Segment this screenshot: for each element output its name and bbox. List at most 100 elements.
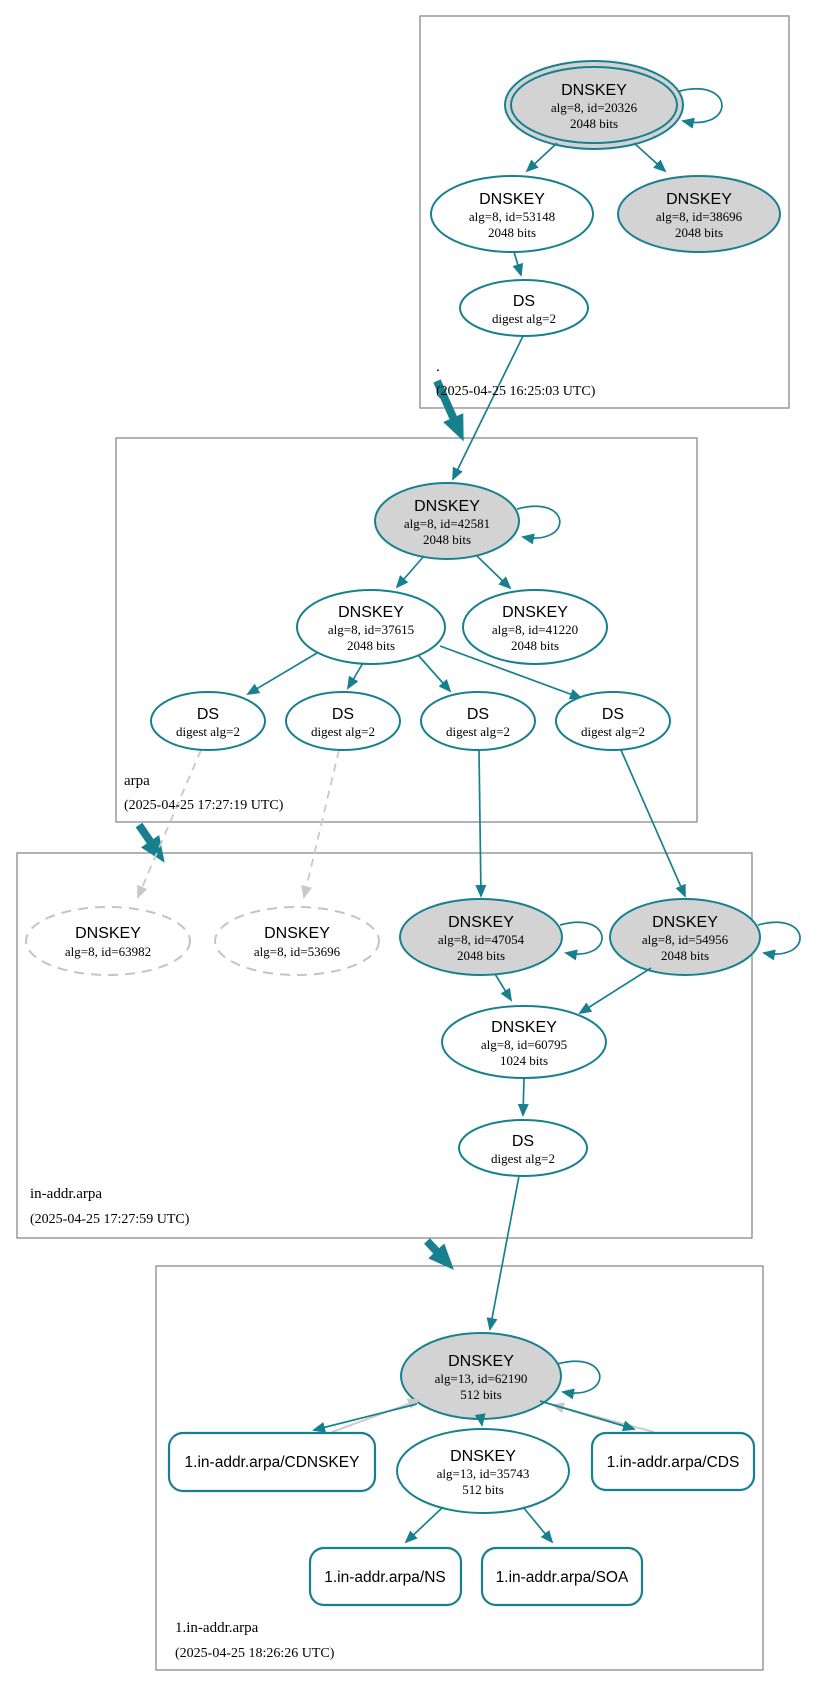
zone-label-1-in-addr-arpa: 1.in-addr.arpa: [175, 1620, 259, 1636]
edge-arpa-zsk-to-ds3: [417, 654, 452, 693]
edge-1-ksk-self-sign: [556, 1360, 601, 1400]
node-dnskey-38696[interactable]: DNSKEY alg=8, id=38696 2048 bits: [617, 175, 781, 253]
delegation-arrow-in-addr-to-1: [424, 1238, 454, 1270]
delegation-arrow-root-to-arpa: [433, 379, 464, 442]
zone-label-arpa: arpa: [124, 773, 150, 789]
node-detail: alg=8, id=53148: [469, 209, 555, 224]
edge-arpa-ksk-to-zsk: [395, 555, 425, 589]
node-dnskey-54956[interactable]: DNSKEY alg=8, id=54956 2048 bits: [609, 898, 761, 976]
edge-ksk-to-cdnskey: [312, 1403, 418, 1433]
node-detail: alg=8, id=54956: [642, 932, 729, 947]
node-dnskey-41220[interactable]: DNSKEY alg=8, id=41220 2048 bits: [462, 589, 608, 665]
node-title: DNSKEY: [561, 82, 627, 99]
node-rrset-ns[interactable]: 1.in-addr.arpa/NS: [308, 1546, 463, 1607]
node-detail: digest alg=2: [492, 311, 556, 326]
node-detail: alg=8, id=41220: [492, 622, 578, 637]
node-dnskey-42581[interactable]: DNSKEY alg=8, id=42581 2048 bits: [374, 482, 520, 560]
node-bits: 2048 bits: [488, 225, 536, 240]
rrset-label: 1.in-addr.arpa/CDS: [607, 1454, 740, 1471]
node-arpa-ds-1[interactable]: DS digest alg=2: [150, 691, 266, 751]
node-rrset-cdnskey[interactable]: 1.in-addr.arpa/CDNSKEY: [167, 1431, 377, 1493]
node-title: DNSKEY: [264, 925, 330, 942]
node-detail: digest alg=2: [311, 724, 375, 739]
node-title: DS: [332, 706, 354, 723]
node-detail: alg=13, id=35743: [437, 1466, 530, 1481]
node-bits: 2048 bits: [457, 948, 505, 963]
zone-1-in-addr-arpa: DNSKEY alg=13, id=62190 512 bits 1.in-ad…: [167, 1332, 756, 1661]
node-title: DNSKEY: [502, 604, 568, 621]
edge-root-zsk-to-ds: [512, 251, 524, 277]
zone-timestamp-1-in-addr-arpa: (2025-04-25 18:26:26 UTC): [175, 1646, 335, 1661]
node-bits: 1024 bits: [500, 1053, 548, 1068]
zone-timestamp-in-addr-arpa: (2025-04-25 17:27:59 UTC): [30, 1212, 190, 1227]
zone-label-root: .: [436, 359, 440, 375]
node-dnskey-63982-missing[interactable]: DNSKEY alg=8, id=63982: [25, 906, 191, 976]
node-dnskey-35743[interactable]: DNSKEY alg=13, id=35743 512 bits: [396, 1428, 570, 1514]
node-bits: 2048 bits: [511, 638, 559, 653]
edge-1-zsk-to-soa: [522, 1506, 554, 1544]
delegation-arrow-arpa-to-in-addr: [135, 822, 165, 863]
node-bits: 2048 bits: [347, 638, 395, 653]
node-arpa-ds-2[interactable]: DS digest alg=2: [285, 691, 401, 751]
node-title: DS: [512, 1133, 534, 1150]
rrset-label: 1.in-addr.arpa/NS: [324, 1569, 446, 1586]
node-bits: 2048 bits: [661, 948, 709, 963]
node-title: DS: [513, 293, 535, 310]
node-title: DNSKEY: [448, 914, 514, 931]
node-detail: alg=8, id=42581: [404, 516, 490, 531]
node-dnskey-37615[interactable]: DNSKEY alg=8, id=37615 2048 bits: [296, 589, 446, 665]
zone-timestamp-root: (2025-04-25 16:25:03 UTC): [436, 384, 596, 399]
node-dnskey-47054[interactable]: DNSKEY alg=8, id=47054 2048 bits: [399, 898, 563, 976]
node-inaddr-ds[interactable]: DS digest alg=2: [458, 1119, 588, 1177]
node-title: DNSKEY: [338, 604, 404, 621]
node-title: DS: [467, 706, 489, 723]
edge-arpa-ksk-to-key-41220: [476, 555, 512, 590]
node-title: DNSKEY: [652, 914, 718, 931]
edge-arpa-ksk-self-sign: [516, 505, 561, 545]
node-bits: 2048 bits: [570, 116, 618, 131]
edge-cdnskey-to-ksk-gray: [331, 1398, 421, 1433]
node-rrset-cds[interactable]: 1.in-addr.arpa/CDS: [590, 1431, 756, 1492]
node-title: DNSKEY: [75, 925, 141, 942]
node-dnskey-62190[interactable]: DNSKEY alg=13, id=62190 512 bits: [400, 1332, 562, 1420]
node-dnskey-60795[interactable]: DNSKEY alg=8, id=60795 1024 bits: [441, 1005, 607, 1079]
node-title: DNSKEY: [414, 498, 480, 515]
node-detail: alg=8, id=47054: [438, 932, 525, 947]
edge-arpa-zsk-to-ds1: [246, 652, 318, 696]
edge-ksk-to-cds: [539, 1400, 636, 1432]
edge-inaddr-zsk-to-ds: [517, 1077, 529, 1117]
node-title: DNSKEY: [479, 191, 545, 208]
node-detail: alg=8, id=37615: [328, 622, 414, 637]
edge-1-ksk-to-zsk: [474, 1413, 486, 1427]
node-title: DNSKEY: [491, 1019, 557, 1036]
zone-box-arpa: [115, 437, 698, 823]
edge-ksk-47054-self-sign: [559, 921, 603, 961]
edge-root-ksk-to-key-38696: [633, 142, 667, 173]
node-detail: alg=8, id=53696: [254, 944, 341, 959]
edge-arpa-zsk-to-ds2: [346, 662, 364, 690]
edge-ksk-54956-self-sign: [757, 921, 801, 961]
node-detail: digest alg=2: [446, 724, 510, 739]
node-title: DNSKEY: [448, 1353, 514, 1370]
edge-arpa-ds1-to-missing-key-63982: [137, 749, 202, 899]
node-title: DNSKEY: [450, 1448, 516, 1465]
node-root-ds[interactable]: DS digest alg=2: [459, 279, 589, 337]
node-title: DS: [602, 706, 624, 723]
node-rrset-soa[interactable]: 1.in-addr.arpa/SOA: [480, 1546, 644, 1607]
zone-timestamp-arpa: (2025-04-25 17:27:19 UTC): [124, 798, 284, 813]
node-detail: digest alg=2: [176, 724, 240, 739]
rrset-label: 1.in-addr.arpa/SOA: [496, 1569, 629, 1586]
node-detail: alg=8, id=20326: [551, 100, 638, 115]
node-dnskey-53148[interactable]: DNSKEY alg=8, id=53148 2048 bits: [430, 175, 594, 253]
edge-inaddr-ds-to-1-ksk: [486, 1175, 520, 1331]
node-arpa-ds-3[interactable]: DS digest alg=2: [420, 691, 536, 751]
node-dnskey-20326[interactable]: DNSKEY alg=8, id=20326 2048 bits: [504, 60, 684, 150]
zone-arpa: DNSKEY alg=8, id=42581 2048 bits DNSKEY …: [124, 482, 671, 813]
edge-ksk-54956-to-zsk: [578, 967, 652, 1015]
node-title: DS: [197, 706, 219, 723]
node-title: DNSKEY: [666, 191, 732, 208]
zone-label-in-addr-arpa: in-addr.arpa: [30, 1186, 102, 1202]
node-dnskey-53696-missing[interactable]: DNSKEY alg=8, id=53696: [214, 906, 380, 976]
node-arpa-ds-4[interactable]: DS digest alg=2: [555, 691, 671, 751]
